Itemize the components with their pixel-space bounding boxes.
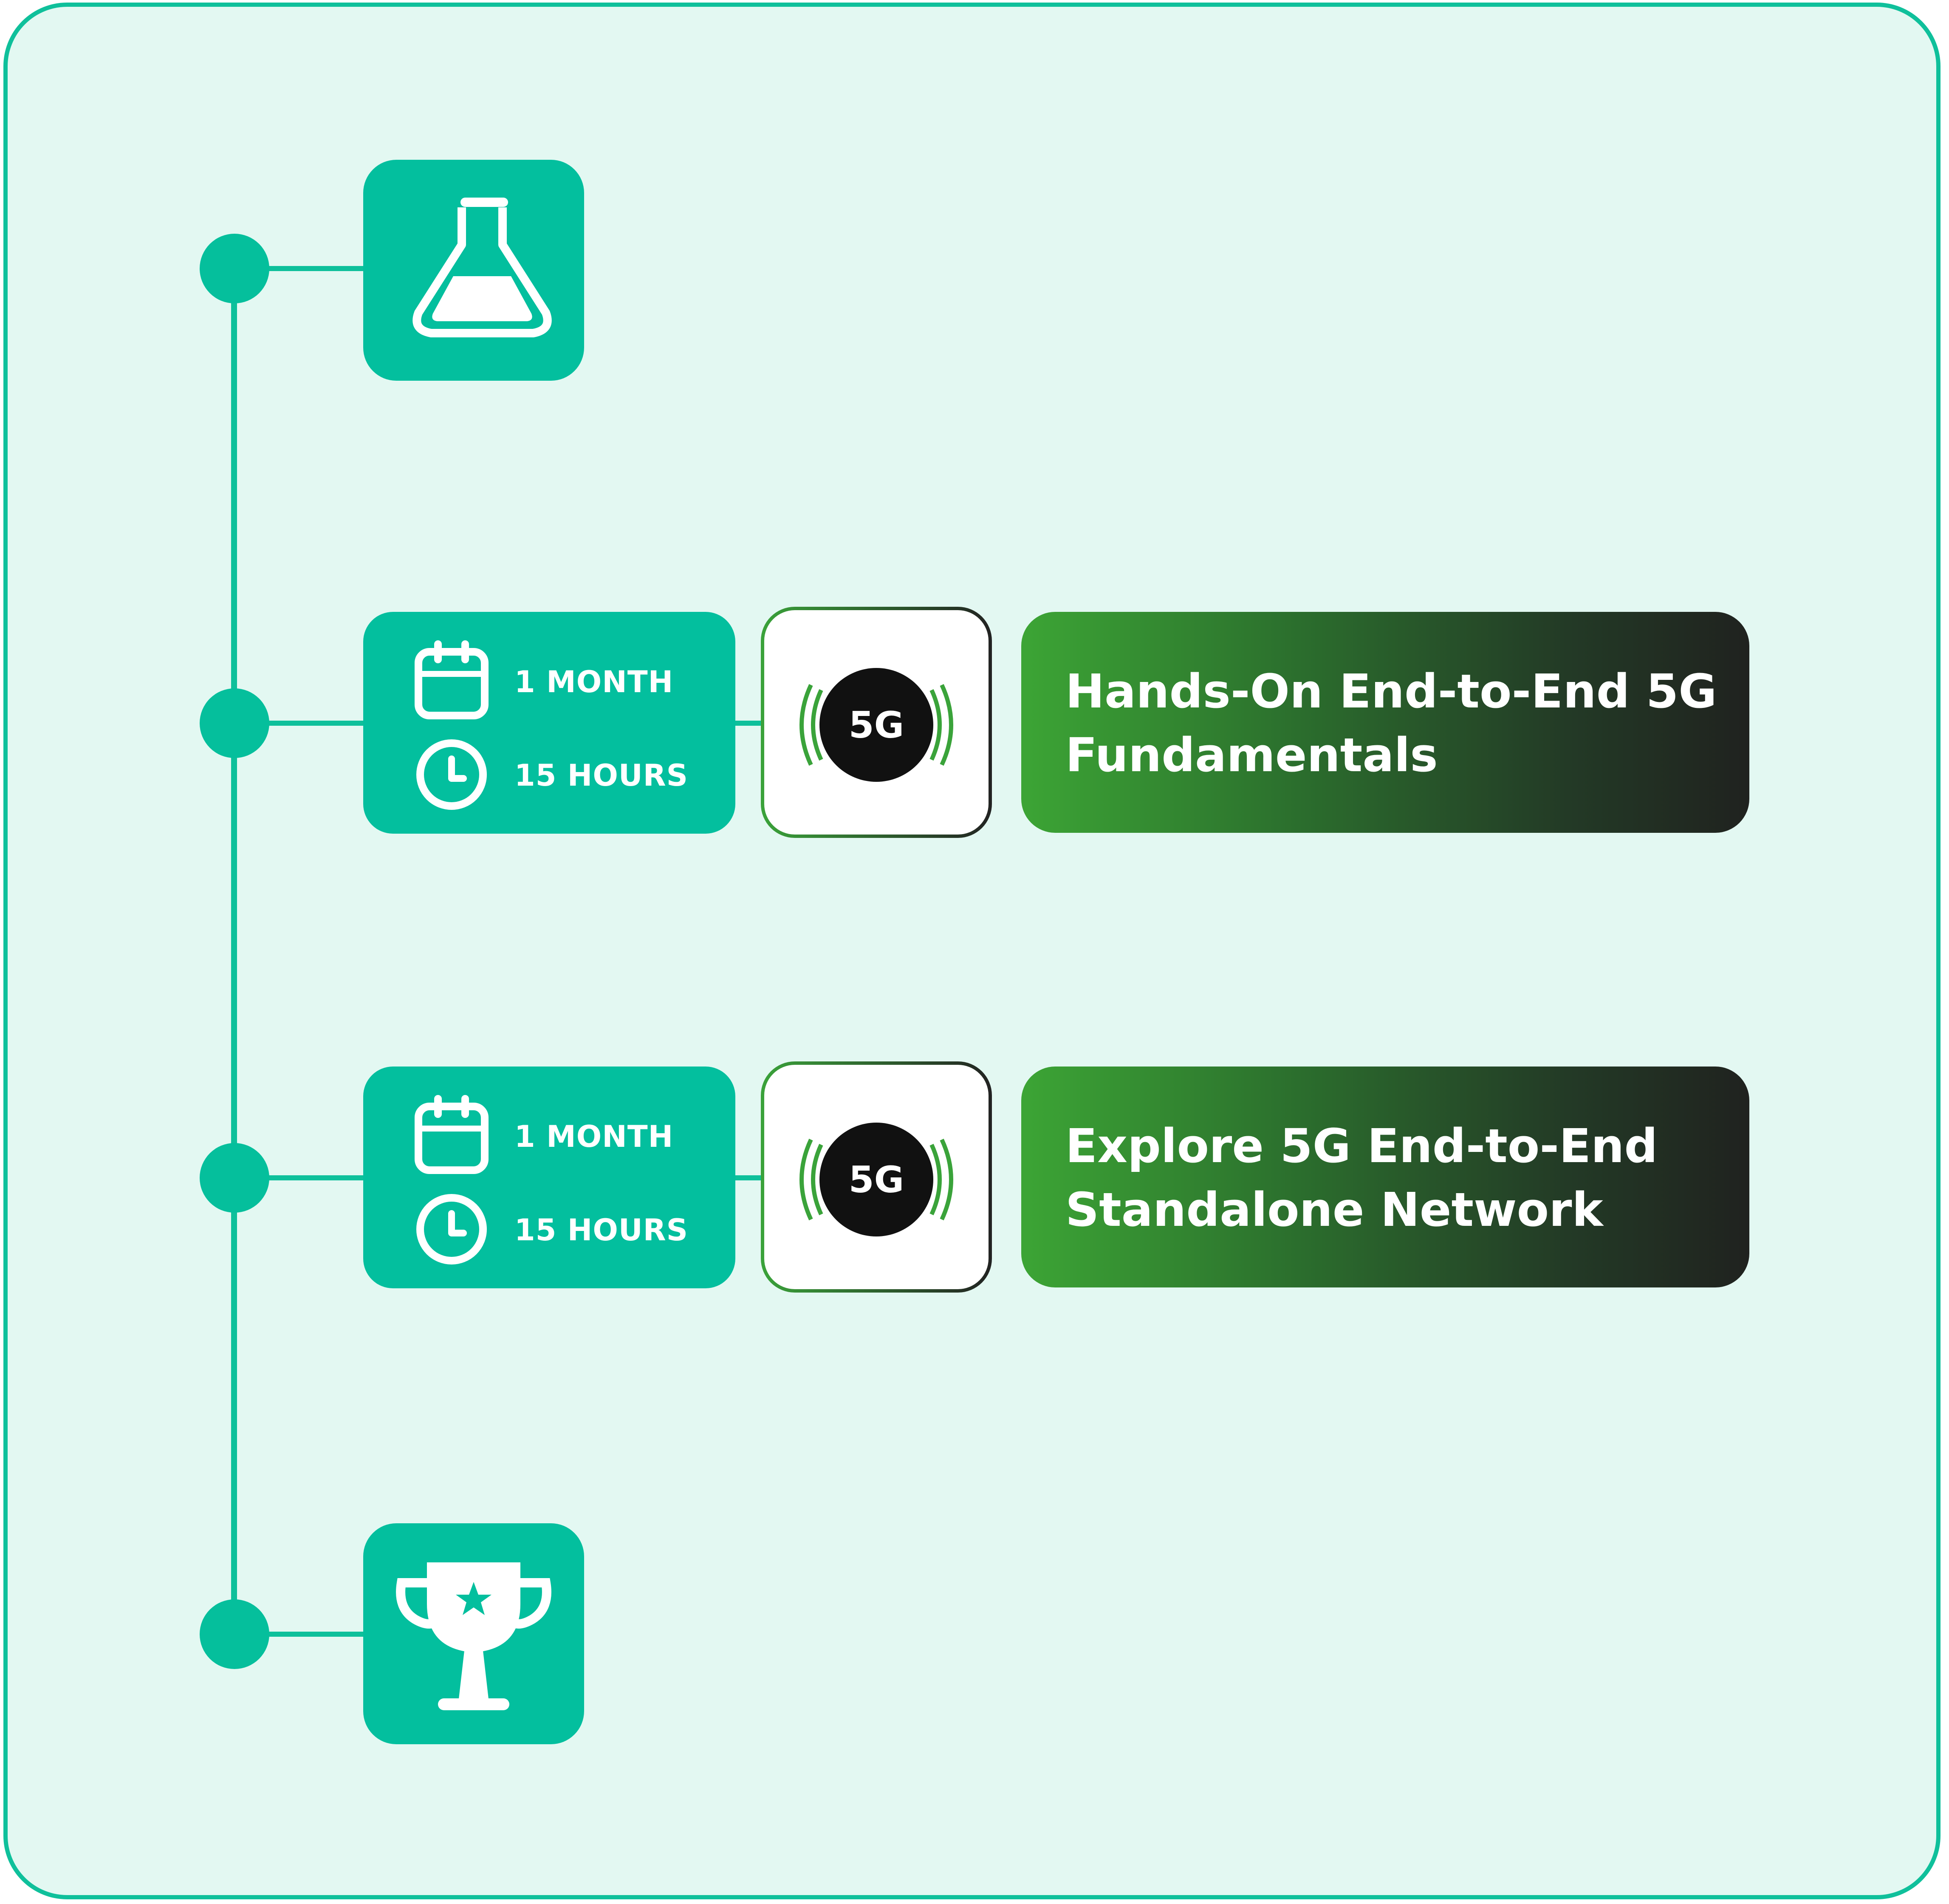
course-1-title-card[interactable]: Hands-On End-to-End 5G Fundamentals [1021,612,1749,833]
course-1-title-line-1: Hands-On End-to-End 5G [1065,664,1717,719]
course-1-5g-badge: 5G [761,607,992,838]
clock-icon [416,739,487,810]
course-2-title-line-1: Explore 5G End-to-End [1065,1119,1658,1173]
calendar-icon [415,1095,489,1174]
course-1-hours: 15 HOURS [514,758,689,793]
course-1-badge-label: 5G [849,704,904,747]
flask-icon [412,198,552,337]
course-2-5g-badge: 5G [761,1061,992,1293]
clock-icon [416,1194,487,1265]
timeline-node-course-1 [200,688,269,758]
course-2-title-card[interactable]: Explore 5G End-to-End Standalone Network [1021,1067,1749,1287]
course-2-hours: 15 HOURS [514,1213,689,1248]
course-1-duration: 1 MONTH [514,665,674,699]
course-2-title-line-2: Standalone Network [1065,1183,1603,1237]
timeline-node-start [200,234,269,303]
diagram-frame [3,3,1941,1899]
5g-signal-icon: 5G [799,1123,953,1236]
5g-signal-icon: 5G [799,668,953,782]
course-2-duration: 1 MONTH [514,1119,674,1154]
timeline-spine [231,269,237,1634]
course-1-meta-card: 1 MONTH 15 HOURS [363,612,735,834]
timeline-node-course-2 [200,1143,269,1213]
trophy-icon [396,1562,551,1710]
course-2-meta-card: 1 MONTH 15 HOURS [363,1067,735,1288]
timeline-node-end [200,1599,269,1669]
calendar-icon [415,640,489,719]
course-1-title-line-2: Fundamentals [1065,728,1438,782]
start-tile [363,160,584,381]
end-tile [363,1523,584,1744]
course-2-badge-label: 5G [849,1159,904,1201]
